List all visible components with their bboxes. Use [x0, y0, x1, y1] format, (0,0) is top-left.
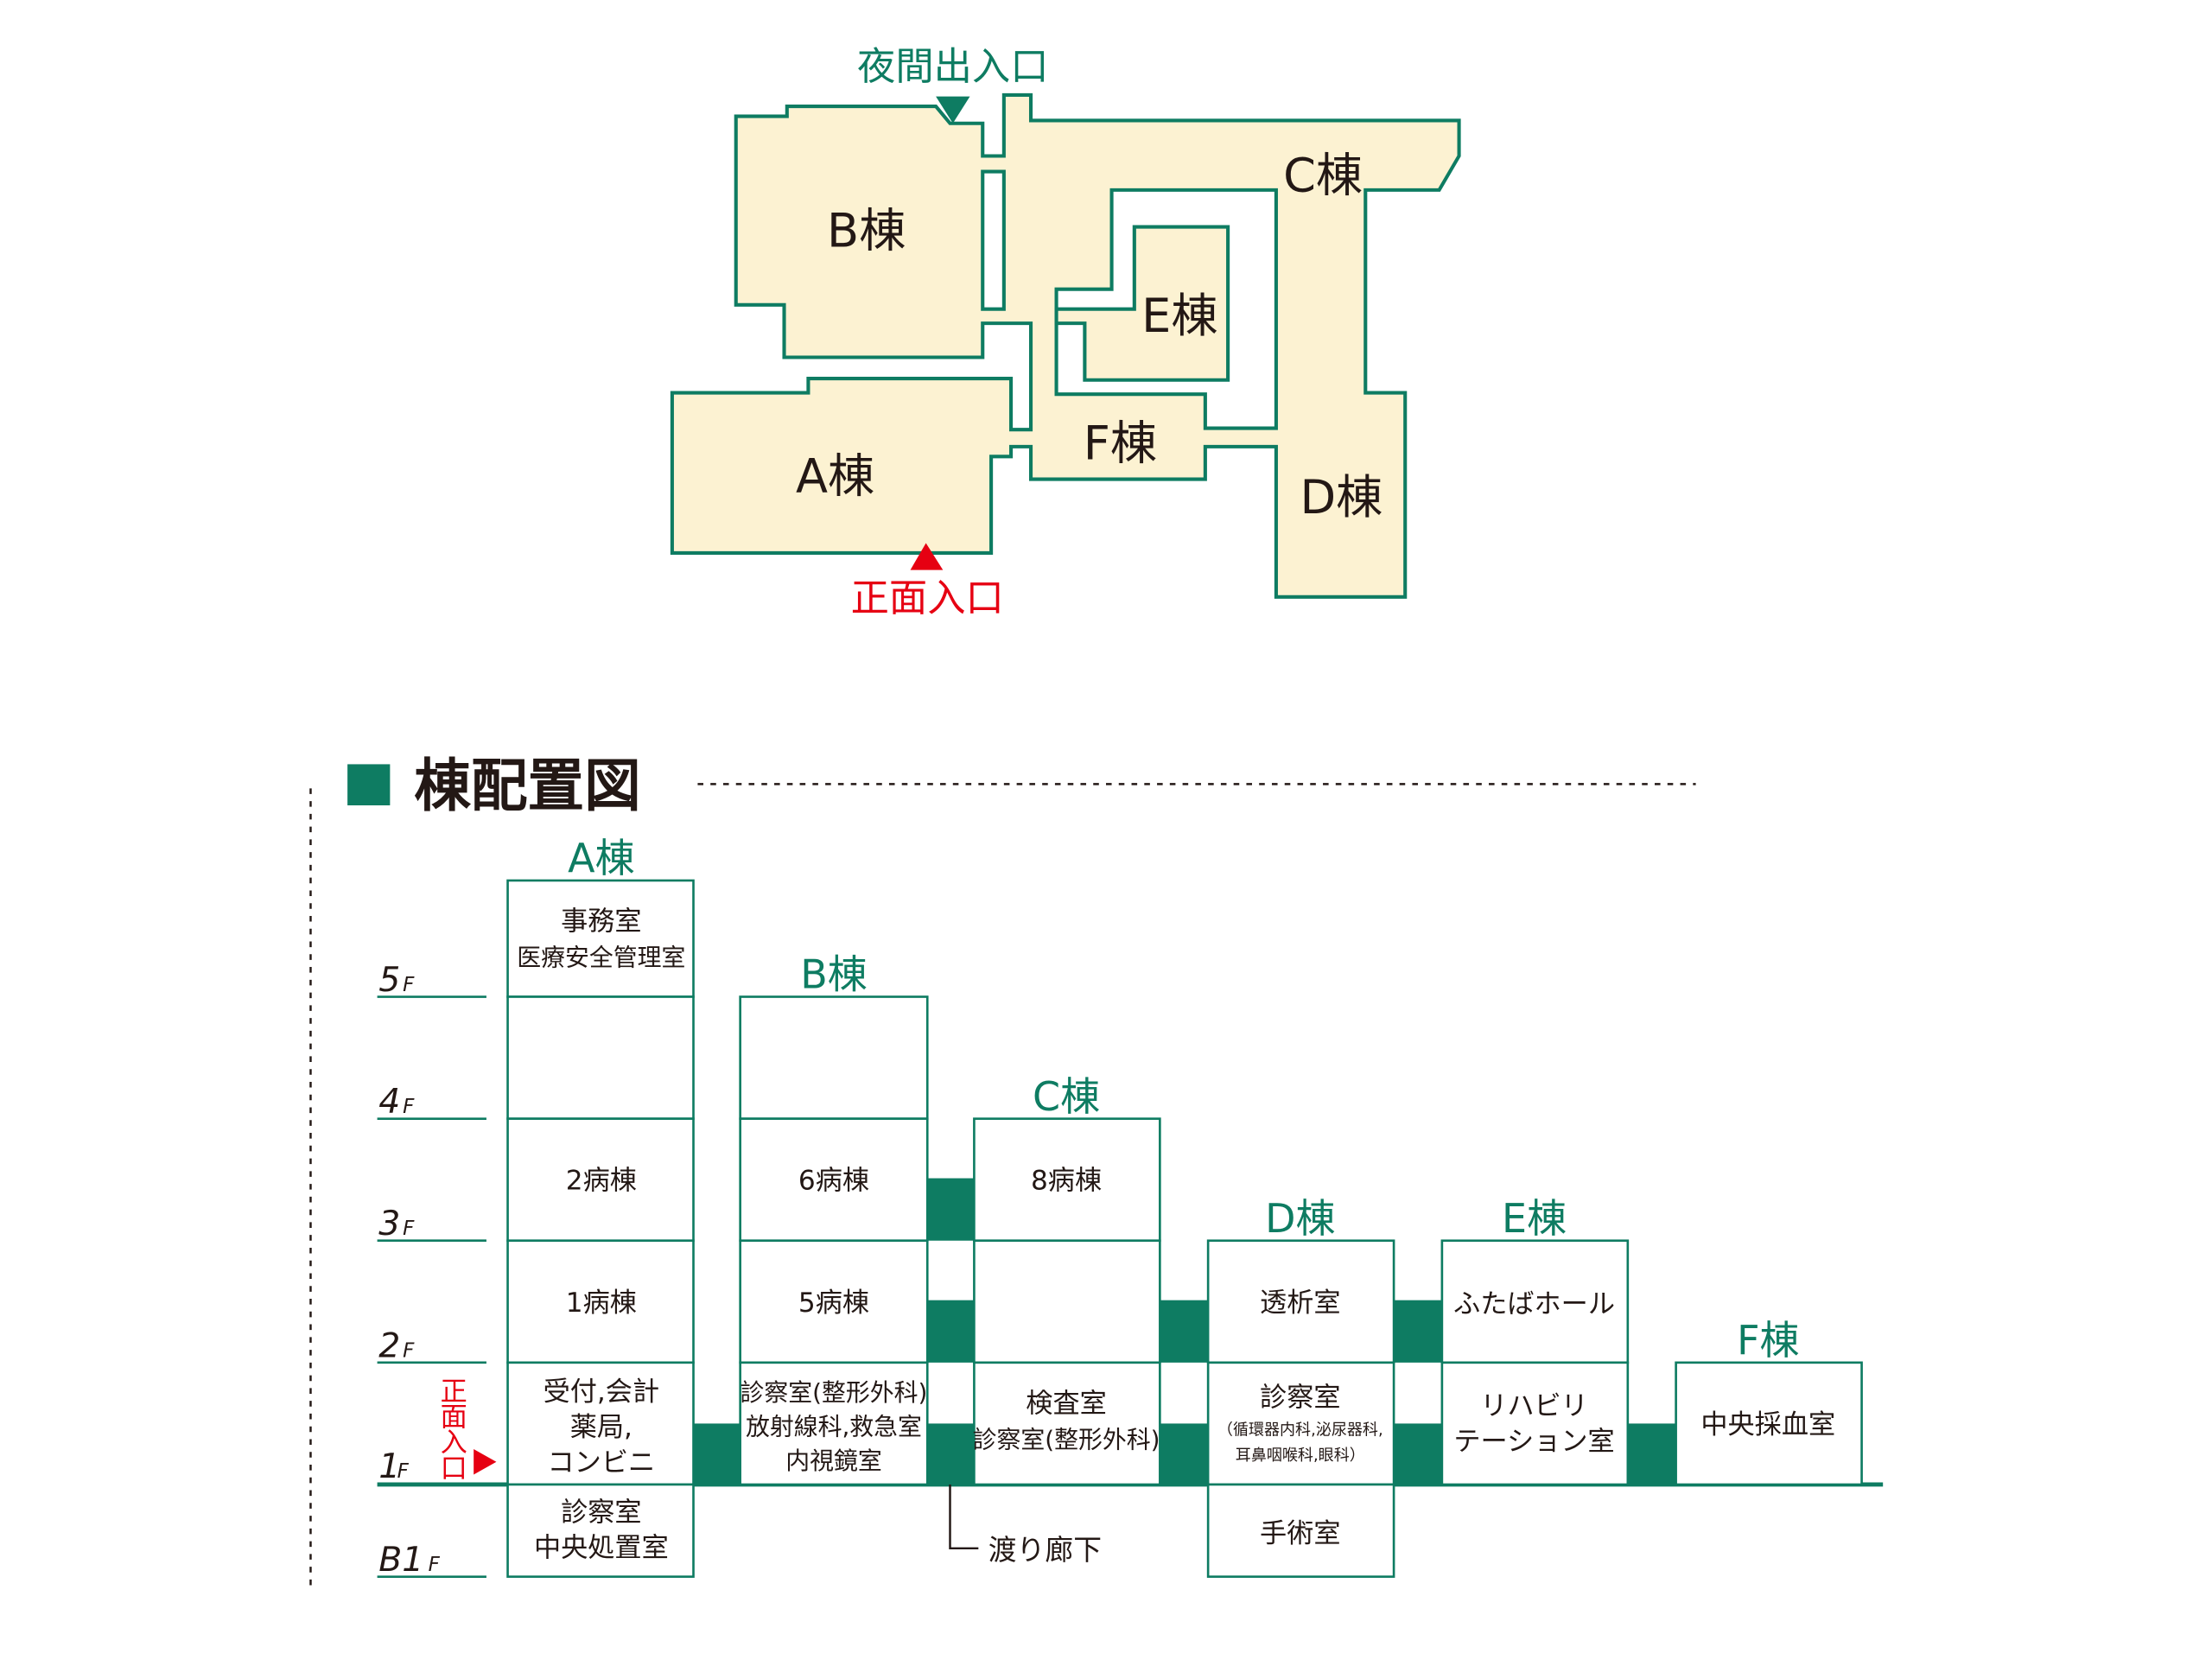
building-e-shape: [1054, 225, 1230, 382]
svg-text:放射線科,救急室: 放射線科,救急室: [746, 1413, 922, 1441]
svg-text:診察室(整形外科): 診察室(整形外科): [973, 1425, 1160, 1453]
svg-text:ふたばホール: ふたばホール: [1453, 1288, 1615, 1319]
svg-text:正: 正: [441, 1377, 467, 1408]
svg-text:面: 面: [441, 1402, 467, 1434]
map-label-d: D棟: [1300, 470, 1382, 525]
svg-text:（循環器内科,泌尿器科,: （循環器内科,泌尿器科,: [1217, 1421, 1383, 1440]
map-label-f: F棟: [1084, 416, 1157, 471]
svg-text:中央採血室: 中央採血室: [1700, 1409, 1835, 1440]
svg-text:リハビリ: リハビリ: [1480, 1391, 1588, 1422]
svg-text:医療安全管理室: 医療安全管理室: [517, 943, 685, 971]
floor-b1f: B1 F: [377, 1540, 486, 1580]
svg-text:F: F: [429, 1554, 441, 1576]
map-label-e: E棟: [1141, 289, 1217, 343]
svg-text:テーション室: テーション室: [1453, 1427, 1614, 1458]
map-label-b: B棟: [827, 204, 906, 258]
svg-text:中央処置室: 中央処置室: [534, 1533, 669, 1564]
svg-text:D棟: D棟: [1265, 1195, 1335, 1242]
svg-text:薬局,: 薬局,: [570, 1412, 632, 1443]
svg-text:透析室: 透析室: [1260, 1288, 1340, 1319]
svg-text:C棟: C棟: [1033, 1073, 1100, 1120]
map-label-a: A棟: [796, 448, 874, 503]
svg-text:コンビニ: コンビニ: [548, 1447, 656, 1478]
corridor-callout-line: [949, 1484, 979, 1550]
main-entrance-marker: 正 面 入 口: [441, 1377, 497, 1485]
night-entrance-label: 夜間出入口: [857, 45, 1048, 89]
svg-text:耳鼻咽喉科,眼科）: 耳鼻咽喉科,眼科）: [1236, 1447, 1365, 1465]
svg-text:5: 5: [378, 960, 400, 1000]
main-entrance-label: 正面入口: [851, 576, 1004, 620]
building-c-column: C棟 8病棟 検査室 診察室(整形外科): [973, 1073, 1161, 1486]
svg-text:口: 口: [441, 1453, 467, 1485]
svg-text:検査室: 検査室: [1026, 1388, 1106, 1419]
entrance-arrow-icon: [474, 1448, 497, 1475]
building-outline: [670, 92, 1461, 599]
svg-text:内視鏡室: 内視鏡室: [785, 1447, 882, 1475]
svg-text:3: 3: [378, 1204, 400, 1243]
svg-text:2: 2: [378, 1326, 400, 1365]
main-entrance-arrow-icon: [910, 543, 944, 570]
svg-text:F: F: [403, 1218, 415, 1240]
svg-text:診察室: 診察室: [1260, 1383, 1340, 1414]
svg-text:A棟: A棟: [568, 835, 634, 881]
svg-text:1: 1: [378, 1447, 400, 1486]
svg-text:B棟: B棟: [800, 951, 867, 998]
building-d-column: D棟 透析室 診察室 （循環器内科,泌尿器科, 耳鼻咽喉科,眼科） 手術室: [1206, 1195, 1395, 1578]
svg-text:事務室: 事務室: [561, 906, 641, 937]
svg-text:F: F: [403, 974, 415, 996]
floor-1f: 1F: [378, 1447, 409, 1486]
svg-text:2病棟: 2病棟: [566, 1166, 637, 1197]
section-title: 棟配置図: [414, 754, 641, 819]
building-a-column: A棟 事務室 医療安全管理室 2病棟 1病棟 受付,会計 薬局, コンビニ 診察…: [506, 835, 695, 1578]
night-entrance-arrow-icon: [936, 96, 970, 124]
corridor-label: 渡り廊下: [988, 1534, 1102, 1567]
svg-text:F: F: [403, 1339, 415, 1362]
svg-text:6病棟: 6病棟: [798, 1166, 869, 1197]
corridors: [693, 1178, 1676, 1485]
title-square-icon: [347, 764, 391, 806]
building-f-column: F棟 中央採血室: [1675, 1317, 1863, 1486]
map-label-c: C棟: [1283, 149, 1363, 203]
building-e-column: E棟 ふたばホール リハビリ テーション室: [1440, 1195, 1630, 1486]
svg-text:手術室: 手術室: [1260, 1518, 1340, 1549]
site-map: B棟 C棟 E棟 F棟 A棟 D棟 夜間出入口 正面入口: [670, 45, 1461, 620]
svg-text:4: 4: [378, 1082, 400, 1122]
svg-text:F: F: [403, 1096, 415, 1118]
svg-text:診察室(整形外科): 診察室(整形外科): [741, 1378, 928, 1407]
svg-text:入: 入: [441, 1428, 467, 1459]
building-b-column: B棟 6病棟 5病棟 診察室(整形外科) 放射線科,救急室 内視鏡室: [739, 951, 929, 1486]
svg-text:B1: B1: [378, 1540, 423, 1580]
svg-text:F: F: [397, 1460, 410, 1483]
svg-text:E棟: E棟: [1502, 1195, 1567, 1242]
svg-text:診察室: 診察室: [561, 1497, 641, 1529]
svg-text:1病棟: 1病棟: [566, 1288, 637, 1319]
svg-text:8病棟: 8病棟: [1031, 1166, 1102, 1197]
svg-text:受付,会計: 受付,会計: [543, 1377, 660, 1408]
svg-text:5病棟: 5病棟: [798, 1288, 869, 1319]
svg-text:F棟: F棟: [1737, 1317, 1799, 1364]
